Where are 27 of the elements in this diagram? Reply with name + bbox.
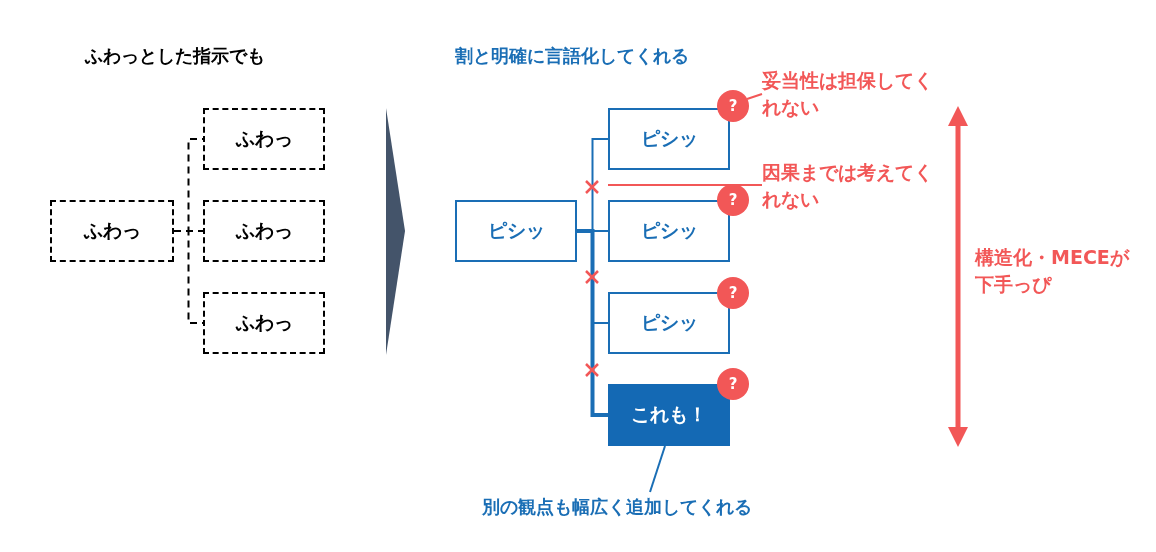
heading: 割と明確に言語化してくれる bbox=[455, 44, 689, 68]
question-badge: ? bbox=[717, 277, 749, 309]
question-badge: ? bbox=[717, 90, 749, 122]
idea-box: ふわっ bbox=[203, 292, 325, 354]
side-note: 構造化・MECEが下手っぴ bbox=[975, 245, 1131, 297]
leader-line bbox=[649, 445, 666, 493]
idea-box: ふわっ bbox=[203, 200, 325, 262]
idea-box: ピシッ bbox=[608, 200, 730, 262]
idea-box: ピシッ bbox=[455, 200, 577, 262]
warning-note: 妥当性は担保してくれない bbox=[762, 64, 937, 124]
connector bbox=[577, 229, 608, 417]
cross-mark bbox=[585, 180, 599, 194]
cross-mark bbox=[585, 363, 599, 377]
idea-box: ピシッ bbox=[608, 292, 730, 354]
leader-line bbox=[746, 93, 763, 100]
note-text: 別の観点も幅広く追加してくれる bbox=[452, 492, 782, 522]
idea-box: ピシッ bbox=[608, 108, 730, 170]
idea-box: ふわっ bbox=[203, 108, 325, 170]
warning-note: 因果までは考えてくれない bbox=[762, 156, 937, 216]
heading: ふわっとした指示でも bbox=[85, 44, 265, 68]
cross-mark bbox=[585, 270, 599, 284]
idea-box: ふわっ bbox=[50, 200, 174, 262]
connector bbox=[173, 230, 204, 324]
leader-line bbox=[607, 184, 763, 186]
added-idea-box: これも！ bbox=[608, 384, 730, 446]
question-badge: ? bbox=[717, 184, 749, 216]
question-badge: ? bbox=[717, 368, 749, 400]
